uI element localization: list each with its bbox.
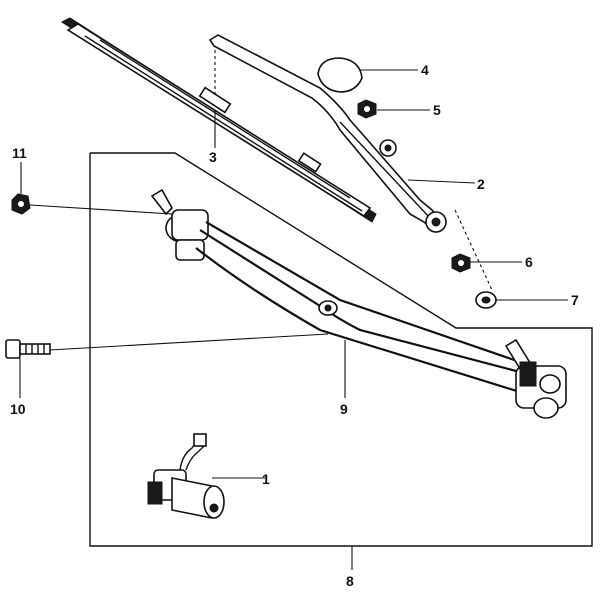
- callout-11: 11: [12, 145, 27, 161]
- nut-6: [451, 253, 471, 273]
- leader-lines: [19, 69, 568, 570]
- callout-1: 1: [262, 471, 270, 487]
- wiper-arm: [208, 34, 447, 234]
- nut-11: [11, 193, 31, 215]
- wiper-motor: [147, 433, 225, 519]
- callout-5: 5: [433, 102, 441, 118]
- callout-2: 2: [477, 176, 485, 192]
- callout-4: 4: [421, 62, 429, 78]
- wiper-linkage: [150, 188, 567, 419]
- wiper-blade: [60, 17, 377, 223]
- washer-7: [475, 291, 497, 309]
- callout-7: 7: [571, 292, 579, 308]
- nut-5: [357, 99, 377, 119]
- callout-3: 3: [209, 149, 217, 165]
- callout-8: 8: [346, 573, 354, 589]
- callout-10: 10: [10, 401, 26, 417]
- assembly-outline: [89, 152, 593, 547]
- arm-cap: [317, 57, 363, 93]
- callout-9: 9: [340, 401, 348, 417]
- callout-6: 6: [525, 254, 533, 270]
- bolt-10: [5, 339, 51, 359]
